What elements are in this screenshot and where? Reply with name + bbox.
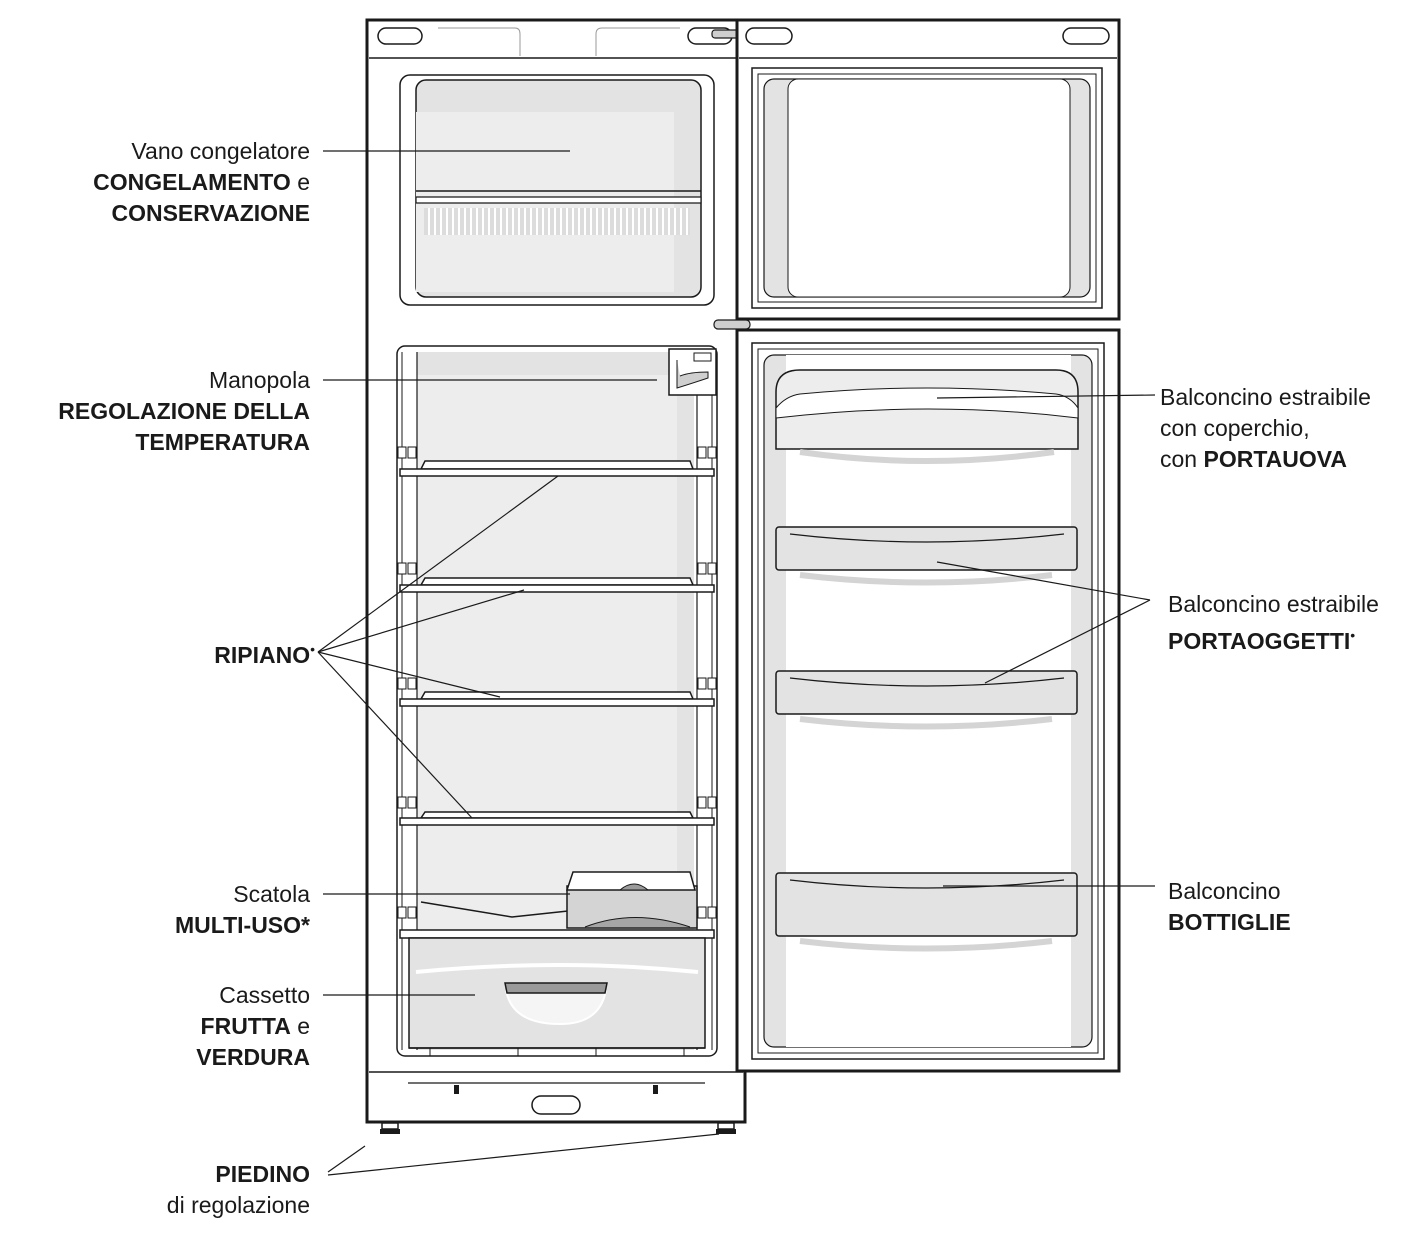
label-door-shelf-line2-bold: PORTAOGGETTI — [1168, 628, 1351, 654]
crisper-cover-shelf — [399, 929, 715, 939]
freezer-compartment — [399, 74, 715, 306]
freezer-door — [735, 18, 1121, 321]
label-thermostat-line3-bold: TEMPERATURA — [135, 429, 310, 455]
label-crisper-line2-rest: e — [290, 1013, 310, 1039]
label-shelf: RIPIANO• — [214, 634, 315, 671]
label-egg-shelf: Balconcino estraibile con coperchio, con… — [1160, 382, 1371, 475]
door-shelf-1 — [775, 526, 1078, 586]
bottle-shelf — [775, 872, 1078, 952]
label-freezer-line1: Vano congelatore — [131, 138, 310, 164]
label-bottle-shelf: Balconcino BOTTIGLIE — [1168, 876, 1291, 938]
label-door-shelf-mark: • — [1350, 627, 1356, 643]
label-egg-shelf-line3-pre: con — [1160, 446, 1204, 472]
shelf-2 — [399, 577, 715, 593]
label-shelf-bold: RIPIANO — [214, 642, 311, 668]
adjustable-foot-left — [380, 1122, 400, 1134]
label-thermostat-line1: Manopola — [208, 367, 310, 393]
label-door-shelf: Balconcino estraibile PORTAOGGETTI• — [1168, 589, 1379, 657]
label-feet-line2: di regolazione — [166, 1192, 310, 1218]
crisper-drawer — [408, 937, 706, 1056]
multi-use-box — [420, 871, 698, 929]
door-shelf-2 — [775, 670, 1078, 730]
label-egg-shelf-line3-bold: PORTAUOVA — [1203, 446, 1348, 472]
label-bottle-shelf-line1: Balconcino — [1168, 878, 1281, 904]
shelf-1 — [399, 460, 715, 477]
label-crisper-drawer: Cassetto FRUTTA e VERDURA — [196, 980, 310, 1073]
egg-shelf-with-lid — [775, 369, 1079, 464]
label-crisper-line3-bold: VERDURA — [196, 1044, 310, 1070]
label-multi-use-mark: * — [301, 912, 310, 938]
label-adjustable-feet: PIEDINO di regolazione — [167, 1159, 310, 1221]
adjustable-foot-right — [716, 1122, 736, 1134]
label-multi-use-box: Scatola MULTI-USO* — [175, 879, 310, 941]
label-thermostat-line2-bold: REGOLAZIONE DELLA — [58, 398, 310, 424]
shelf-supports — [397, 446, 717, 919]
label-shelf-mark: • — [310, 641, 315, 657]
label-egg-shelf-line1: Balconcino estraibile — [1160, 384, 1371, 410]
shelf-4 — [399, 811, 715, 826]
label-multi-use-line1: Scatola — [233, 881, 310, 907]
label-door-shelf-line1: Balconcino estraibile — [1168, 591, 1379, 617]
label-egg-shelf-line2: con coperchio, — [1160, 415, 1310, 441]
label-feet-line1-bold: PIEDINO — [215, 1161, 310, 1187]
label-thermostat: Manopola REGOLAZIONE DELLA TEMPERATURA — [58, 365, 310, 458]
thermostat-knob — [668, 348, 717, 396]
label-crisper-line1: Cassetto — [219, 982, 310, 1008]
label-crisper-line2-bold: FRUTTA — [200, 1013, 291, 1039]
label-freezer-compartment: Vano congelatore CONGELAMENTO e CONSERVA… — [93, 136, 310, 229]
label-freezer-line2-bold: CONGELAMENTO — [93, 169, 291, 195]
label-multi-use-line2-bold: MULTI-USO — [174, 912, 302, 938]
label-freezer-line2-rest: e — [290, 169, 310, 195]
shelf-3 — [399, 691, 715, 707]
leader-lines — [317, 150, 1156, 1176]
label-bottle-shelf-line2-bold: BOTTIGLIE — [1168, 909, 1291, 935]
label-freezer-line3-bold: CONSERVAZIONE — [111, 200, 310, 226]
